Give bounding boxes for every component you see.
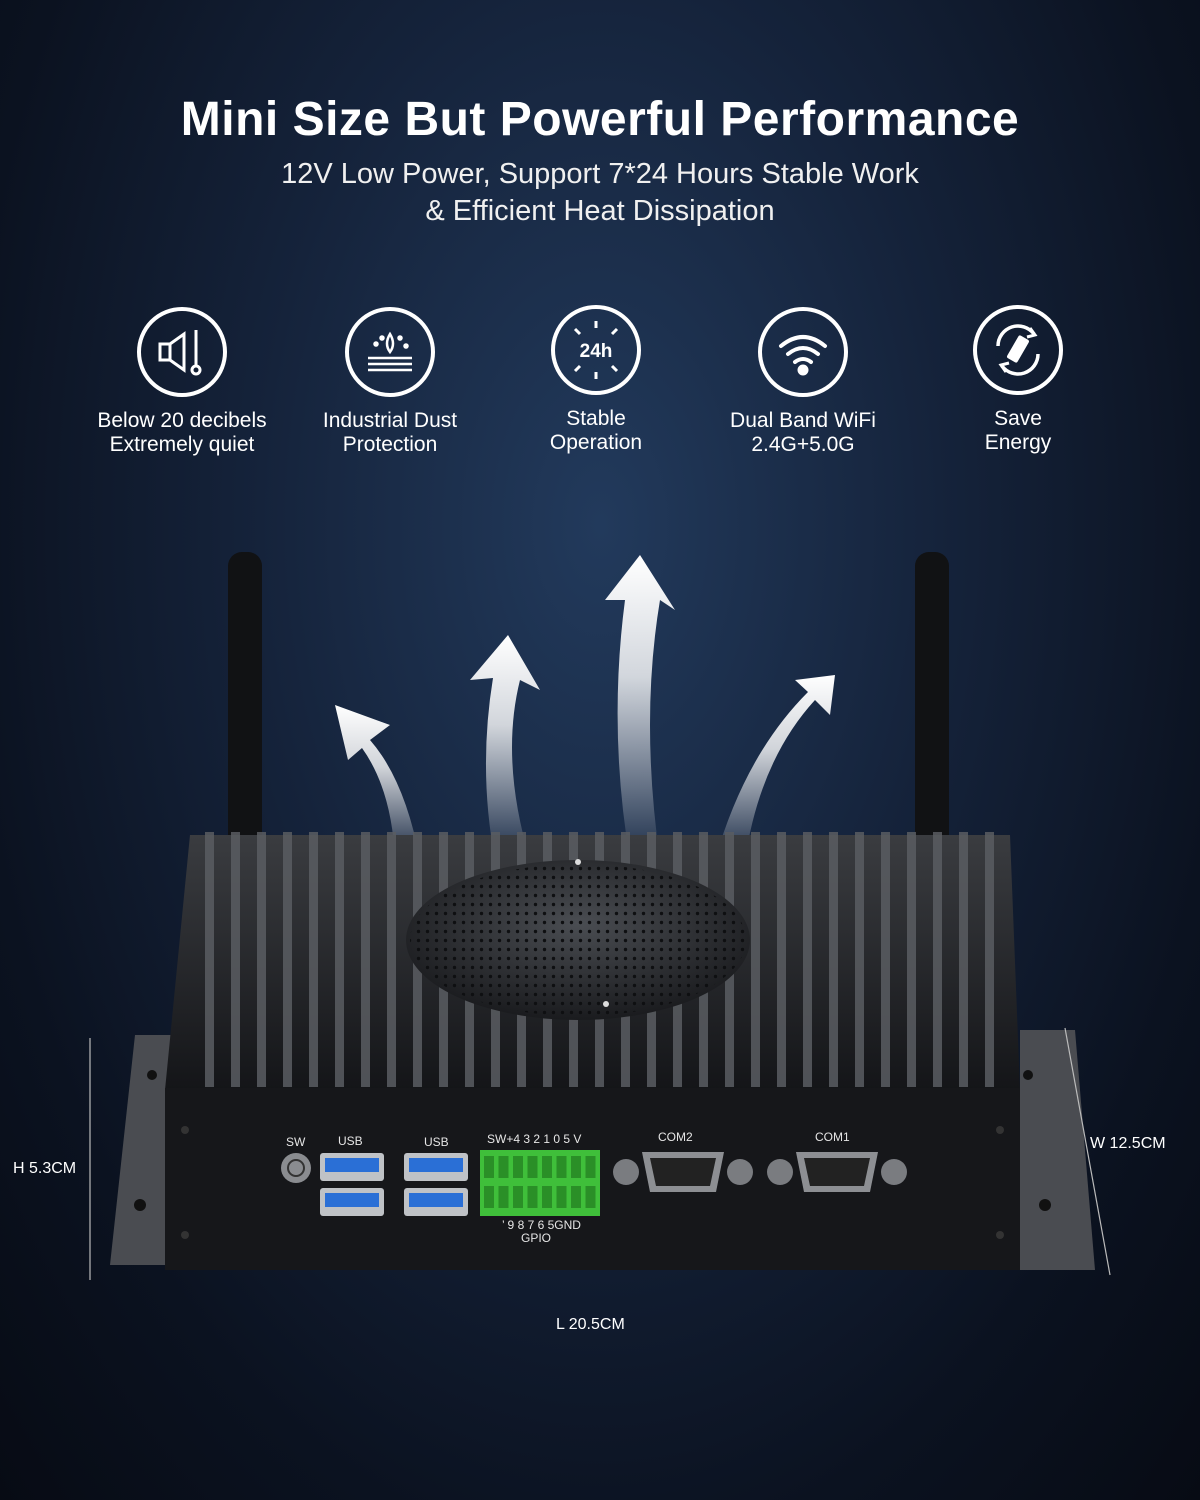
heatsink-fin [751, 832, 760, 1087]
clock-24h-icon: 24h [551, 305, 641, 395]
gpio-slot [542, 1186, 552, 1208]
gpio-slot [498, 1156, 509, 1178]
bracket-right [1020, 1030, 1095, 1270]
heatsink-fin [959, 832, 968, 1087]
com2-port [613, 1152, 753, 1192]
wifi-icon [758, 307, 848, 397]
gpio-slot [484, 1156, 494, 1178]
antenna-left [228, 552, 262, 882]
gpio-slot [513, 1156, 523, 1178]
dust-protection-icon [345, 307, 435, 397]
label-gpio-top: SW+4 3 2 1 0 5 V [487, 1132, 582, 1146]
heatsink-fin [881, 832, 890, 1087]
label-com1: COM1 [815, 1130, 850, 1144]
gpio-slot [527, 1186, 538, 1208]
svg-text:24h: 24h [580, 341, 613, 362]
heatsink-fin [309, 832, 318, 1087]
gpio-slot [585, 1156, 596, 1178]
speaker-quiet-icon [137, 307, 227, 397]
dimension-length: L 20.5CM [556, 1316, 625, 1333]
gpio-slot [542, 1156, 552, 1178]
gpio-slot [571, 1156, 581, 1178]
heatsink-fin [231, 832, 240, 1087]
gpio-slot [513, 1186, 523, 1208]
gpio-slot [571, 1186, 581, 1208]
heatsink-fin [985, 832, 994, 1087]
label-usb-2: USB [424, 1135, 449, 1149]
heatsink-fin [829, 832, 838, 1087]
dimension-height: H 5.3CM [13, 1160, 77, 1177]
heatsink-fin [361, 832, 370, 1087]
battery-cycle-icon [973, 305, 1063, 395]
gpio-slot [484, 1186, 494, 1208]
gpio-slot [498, 1186, 509, 1208]
dimension-lines [89, 1027, 1111, 1280]
heatsink-fin [205, 832, 214, 1087]
gpio-slot [556, 1156, 567, 1178]
heatsink-fin [335, 832, 344, 1087]
mini-pc-illustration [89, 552, 1111, 1280]
heatsink-fin [257, 832, 266, 1087]
power-switch [281, 1153, 311, 1183]
heatsink-fin [933, 832, 942, 1087]
gpio-slot [527, 1156, 538, 1178]
subtitle-line-2: & Efficient Heat Dissipation [425, 195, 775, 227]
heat-arrows [335, 555, 835, 860]
page-title: Mini Size But Powerful Performance [180, 93, 1020, 146]
label-usb-1: USB [338, 1134, 363, 1148]
label-com2: COM2 [658, 1130, 693, 1144]
label-gpio-bottom: ’ 9 8 7 6 5GND [502, 1218, 581, 1232]
gpio-slot [556, 1186, 567, 1208]
heatsink-fin [855, 832, 864, 1087]
gpio-terminal [480, 1150, 600, 1216]
heatsink-fin [283, 832, 292, 1087]
subtitle-line-1: 12V Low Power, Support 7*24 Hours Stable… [281, 158, 919, 190]
label-gpio: GPIO [521, 1231, 552, 1245]
antenna-right [915, 552, 949, 882]
heatsink-fin [907, 832, 916, 1087]
dimension-width: W 12.5CM [1090, 1135, 1166, 1152]
label-sw: SW [286, 1135, 306, 1149]
heatsink-fin [387, 832, 396, 1087]
usb-ports [320, 1153, 468, 1216]
heatsink-fin [777, 832, 786, 1087]
heatsink-fin [803, 832, 812, 1087]
com1-port [767, 1152, 907, 1192]
gpio-slot [585, 1186, 596, 1208]
